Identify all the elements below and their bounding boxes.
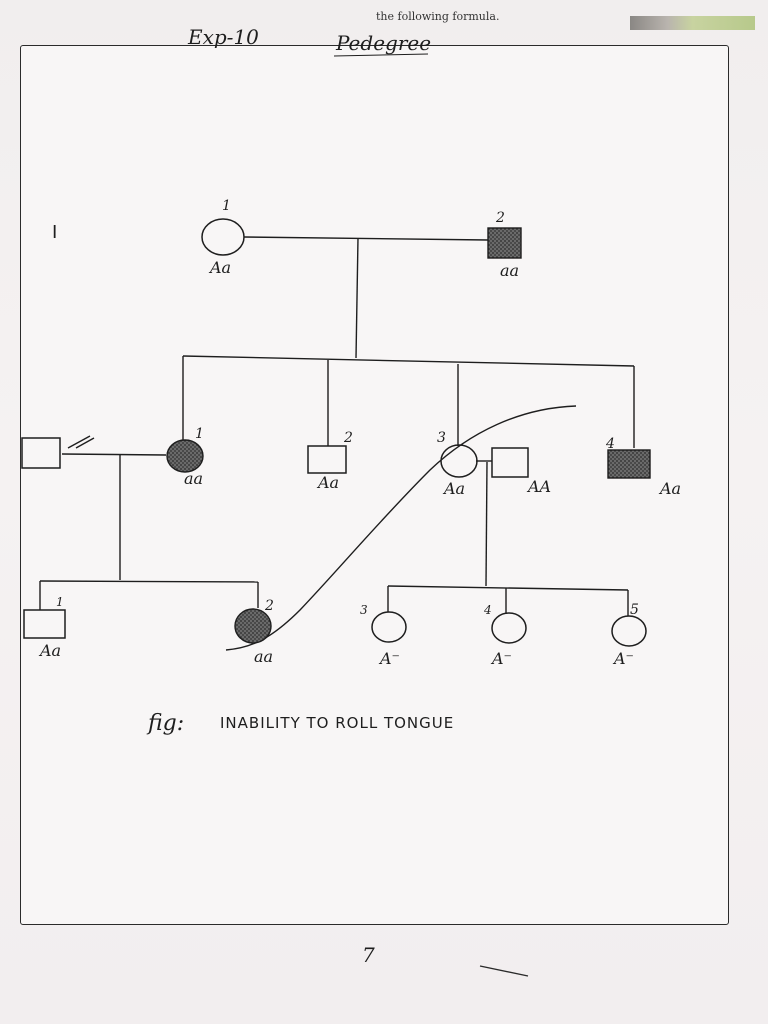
number-g2-3: 3 [437, 430, 446, 446]
sibship-line-left [39, 580, 259, 583]
caption-prefix: fig: [146, 711, 184, 736]
genotype-g2-2: Aa [316, 473, 339, 492]
individual-g3-3-female [371, 611, 407, 643]
individual-g2-2-male [307, 445, 347, 474]
number-g3-2: 2 [264, 598, 274, 614]
number-g2-2: 2 [343, 430, 353, 446]
spouse-hatch-2 [75, 437, 95, 449]
individual-g2-4-male-affected [607, 449, 651, 479]
individual-g3-2-female-affected [234, 608, 272, 644]
individual-g2-1-female-affected [166, 439, 204, 473]
number-g3-4: 4 [483, 603, 492, 617]
individual-g3-1-male [23, 609, 66, 639]
descent-line-right [485, 461, 488, 587]
marriage-line-gen1 [243, 236, 489, 241]
individual-g3-5-female [611, 615, 647, 647]
genotype-g2-4: Aa [658, 479, 681, 498]
genotype-g3-3: A⁻ [378, 649, 400, 668]
sibship-line-gen2 [182, 355, 635, 367]
pedigree-sheet-border [20, 45, 729, 925]
individual-g1-2-male-affected [487, 227, 522, 259]
stray-diagonal-line [225, 405, 577, 651]
genotype-g3-4: A⁻ [490, 649, 512, 668]
descent-line-gen1 [355, 237, 359, 359]
number-g1-1: 1 [222, 198, 231, 214]
marriage-line-left [61, 453, 167, 456]
number-g3-3: 3 [360, 603, 368, 617]
individual-g2-3-female [440, 444, 478, 478]
individual-g3-4-female [491, 612, 527, 644]
number-g2-4: 4 [605, 436, 615, 452]
genotype-g2-3-spouse: AA [526, 477, 551, 496]
genotype-g1-2: aa [500, 261, 519, 280]
number-g3-5: 5 [630, 602, 639, 618]
background-strip [630, 16, 755, 30]
genotype-g3-5: A⁻ [612, 649, 634, 668]
individual-g2-3-spouse-male [491, 447, 529, 478]
caption-text: INABILITY TO ROLL TONGUE [220, 714, 454, 732]
individual-g1-1-female [201, 218, 245, 256]
number-g3-1: 1 [56, 595, 64, 609]
cut-header-text: the following formula. [376, 10, 500, 23]
sibship-line-right [387, 585, 629, 591]
number-g1-2: 2 [495, 210, 505, 226]
individual-g2-spouse-male [21, 437, 61, 469]
number-g2-1: 1 [195, 426, 204, 442]
genotype-g1-1: Aa [208, 258, 231, 277]
generation-label: I [52, 222, 57, 243]
title-underline [333, 53, 429, 57]
genotype-g3-2: aa [254, 647, 273, 666]
experiment-label: Exp-10 [187, 25, 259, 49]
stray-pen-mark [479, 965, 529, 977]
genotype-g2-1: aa [184, 469, 203, 488]
page-title: Pedegree [335, 31, 431, 55]
genotype-g3-1: Aa [38, 641, 61, 660]
page-number: 7 [362, 943, 375, 967]
spouse-hatch-1 [67, 435, 91, 449]
genotype-g2-3: Aa [442, 479, 465, 498]
